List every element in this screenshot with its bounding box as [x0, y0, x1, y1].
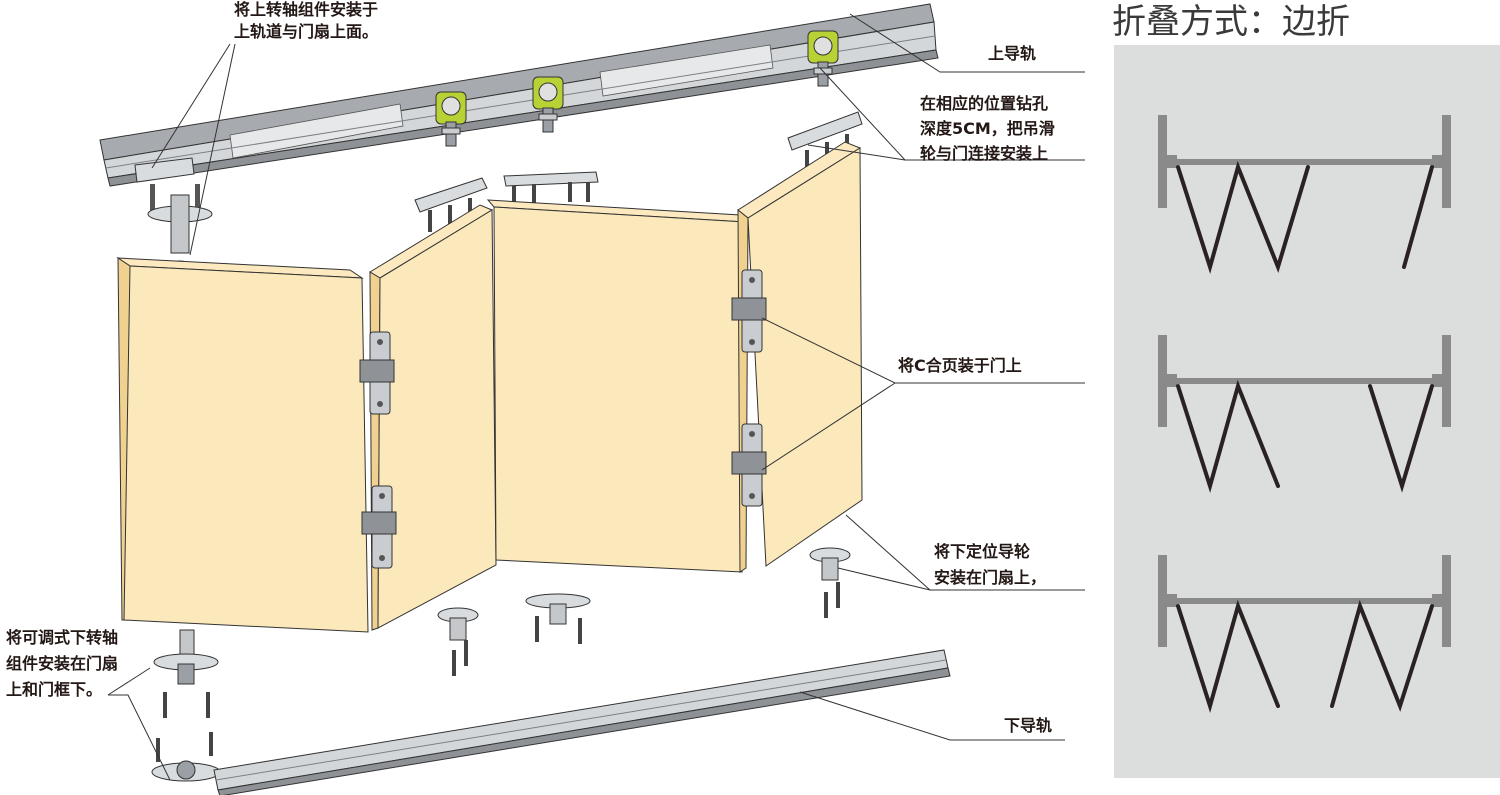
- label-lower-guide-line2: 安装在门扇上，: [934, 568, 1047, 587]
- label-top-pivot-line2: 上轨道与门扇上面。: [234, 22, 379, 41]
- top-plate-2: [503, 171, 599, 206]
- folding-method-title: 折叠方式：边折: [1112, 2, 1350, 42]
- door-3: [486, 199, 747, 573]
- bottom-pivot-assembly: [151, 629, 221, 782]
- folding-schematics: [1158, 115, 1451, 713]
- label-top-rail: 上导轨: [988, 44, 1037, 63]
- roller-2: [532, 76, 564, 133]
- lower-guide-2: [525, 593, 591, 644]
- lower-guide-1: [437, 607, 479, 676]
- top-plate-1: [414, 177, 488, 232]
- label-bottom-rail: 下导轨: [1004, 716, 1053, 735]
- top-rail: [99, 3, 939, 187]
- fold-diagram-2: [1158, 335, 1451, 493]
- door-4: [737, 141, 863, 573]
- fold-diagram-1: [1158, 115, 1451, 274]
- label-lower-guide-line1: 将下定位导轮: [934, 542, 1031, 561]
- fold-diagram-3: [1158, 555, 1451, 713]
- hinge-top-left: [359, 331, 395, 415]
- label-bottom-pivot-line3: 上和门框下。: [6, 680, 103, 699]
- label-hinge: 将C合页装于门上: [898, 356, 1022, 375]
- label-drill-line2: 深度5CM，把吊滑: [920, 119, 1055, 138]
- label-drill-line1: 在相应的位置钻孔: [920, 94, 1049, 113]
- label-bottom-pivot-line1: 将可调式下转轴: [6, 628, 119, 647]
- bottom-rail: [213, 649, 951, 795]
- leader-lines: [107, 13, 1085, 781]
- hinge-bottom-right: [731, 423, 767, 507]
- hinge-top-right: [731, 269, 767, 353]
- hinge-bottom-left: [361, 485, 397, 569]
- top-pivot-assembly: [134, 157, 213, 268]
- label-bottom-pivot-line2: 组件安装在门扇: [6, 654, 119, 673]
- label-top-pivot-line1: 将上转轴组件安装于: [234, 0, 379, 19]
- roller-1: [435, 91, 467, 147]
- folding-panel: [1114, 45, 1500, 778]
- label-drill-line3: 轮与门连接安装上: [920, 144, 1049, 163]
- door-1: [116, 257, 369, 633]
- lower-guide-3: [809, 547, 851, 618]
